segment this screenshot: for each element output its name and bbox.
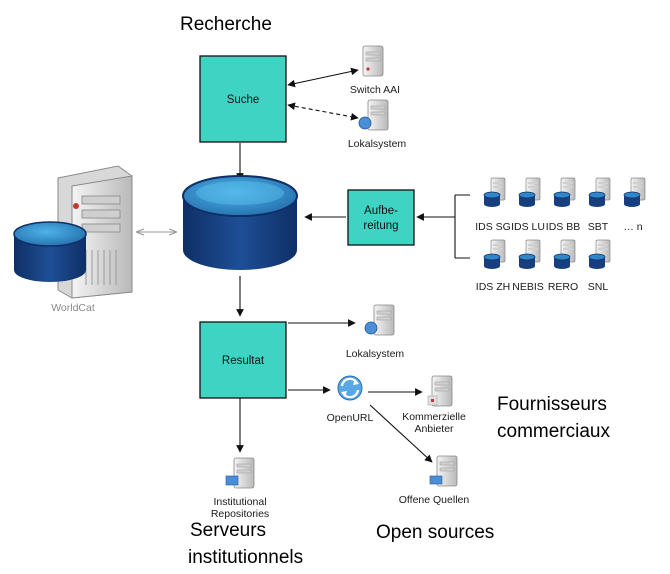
heading-fournisseurs: Fournisseurs: [497, 394, 607, 415]
openurl-label: OpenURL: [327, 412, 374, 424]
connectors: [137, 67, 470, 463]
aufbereitung-label-2: reitung: [363, 220, 398, 232]
suche-label: Suche: [227, 94, 260, 106]
lokalsystem-bottom-label: Lokalsystem: [346, 348, 405, 360]
source-label-rero: RERO: [548, 281, 578, 293]
bracket-sources: [454, 194, 470, 259]
institutional-label-1: Institutional: [213, 496, 266, 508]
switch-aai-server-icon: [362, 45, 384, 77]
lokalsystem-bottom-server-icon: [364, 304, 395, 336]
offene-quellen-label: Offene Quellen: [399, 494, 470, 506]
kommerzielle-server-icon: [427, 375, 453, 407]
institutional-label-2: Repositories: [211, 508, 269, 520]
source-label-sbt: SBT: [588, 221, 609, 233]
source-label-ids-lu: IDS LU: [511, 221, 545, 233]
lokalsystem-top-label: Lokalsystem: [348, 138, 407, 150]
lokalsystem-top-server-icon: [358, 99, 389, 131]
source-db-icon-ids-lu: [518, 177, 541, 207]
source-db-icon-ids-bb: [553, 177, 576, 207]
arrow-suche-lokalsystem: [287, 102, 359, 121]
heading-open-sources: Open sources: [376, 522, 494, 543]
resultat-box: Resultat: [199, 321, 287, 399]
heading-serveurs: Serveurs: [190, 520, 266, 541]
offene-quellen-server-icon: [429, 455, 458, 487]
source-db-icon-nebis: [518, 239, 541, 269]
source-label-nebis: NEBIS: [512, 281, 544, 293]
source-db-icon-snl: [588, 239, 611, 269]
aufbereitung-box: Aufbe- reitung: [347, 189, 415, 246]
heading-institutionnels: institutionnels: [188, 547, 303, 568]
source-label-snl: SNL: [588, 281, 609, 293]
source-label-ids-bb: IDS BB: [546, 221, 580, 233]
source-label-ids-sg: IDS SG: [475, 221, 511, 233]
source-db-icon-n: [623, 177, 646, 207]
aufbereitung-label-1: Aufbe-: [364, 205, 398, 217]
source-label-ids-zh: IDS ZH: [476, 281, 510, 293]
source-label-n: … n: [623, 221, 642, 233]
resultat-label: Resultat: [222, 355, 265, 367]
source-db-icon-sbt: [588, 177, 611, 207]
suche-box: Suche: [199, 55, 287, 143]
heading-recherche: Recherche: [180, 14, 272, 35]
source-db-icon-rero: [553, 239, 576, 269]
kommerzielle-label-2: Anbieter: [414, 423, 454, 435]
arrow-openurl-offene: [369, 404, 433, 463]
worldcat-server-icon: [13, 165, 133, 299]
openurl-refresh-icon: [337, 375, 363, 401]
source-db-icon-ids-sg: [483, 177, 506, 207]
heading-commerciaux: commerciaux: [497, 421, 610, 442]
kommerzielle-label-1: Kommerzielle: [402, 411, 466, 423]
institutional-server-icon: [225, 457, 255, 489]
central-database-icon: [182, 175, 298, 270]
arrow-suche-switch: [287, 67, 359, 88]
source-db-icon-ids-zh: [483, 239, 506, 269]
switch-aai-label: Switch AAI: [350, 84, 400, 96]
worldcat-label: WorldCat: [51, 302, 95, 314]
